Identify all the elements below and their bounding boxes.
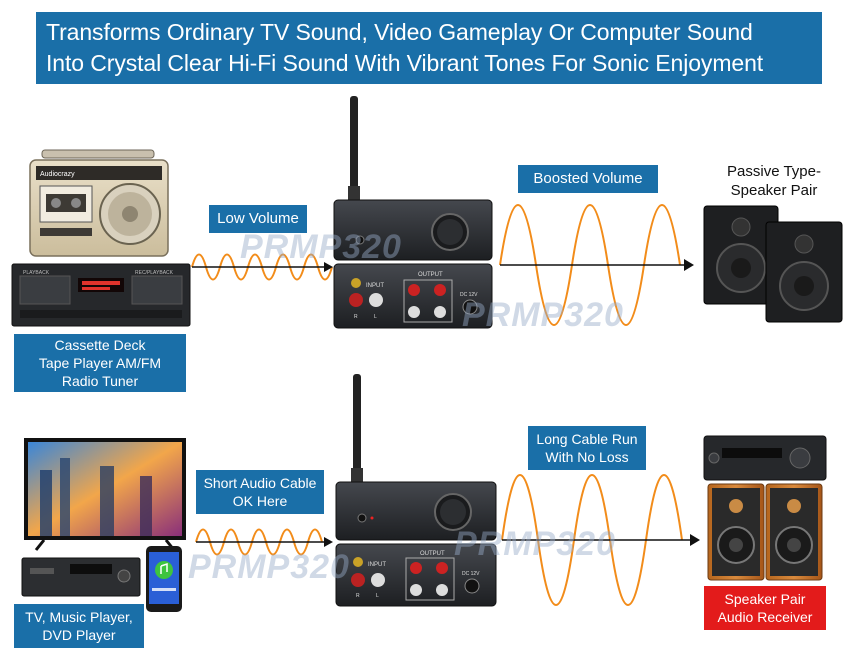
tv-icon <box>24 438 186 551</box>
passive-speaker-caption-line-1: Passive Type- <box>727 163 821 180</box>
output-arrowhead-top <box>684 259 694 271</box>
cassette-caption: Cassette Deck Tape Player AM/FM Radio Tu… <box>14 334 186 392</box>
passive-speaker-caption: Passive Type- Speaker Pair <box>700 162 848 200</box>
receiver-caption-line-2: Audio Receiver <box>717 609 813 625</box>
header-line-1: Transforms Ordinary TV Sound, Video Game… <box>46 19 753 45</box>
receiver-caption-line-1: Speaker Pair <box>724 591 806 607</box>
amp-bottom-dc-text: DC 12V <box>462 571 480 577</box>
boombox-icon <box>29 149 169 257</box>
input-arrowhead-top <box>324 262 333 272</box>
passive-speaker-caption-line-2: Speaker Pair <box>730 182 818 199</box>
music-player-icon <box>146 546 182 612</box>
amp-top-input-text: INPUT <box>366 283 384 289</box>
audio-receiver-icon <box>703 435 827 481</box>
short-cable-label: Short Audio Cable OK Here <box>196 470 324 514</box>
cassette-caption-line-3: Radio Tuner <box>61 373 139 389</box>
short-cable-label-line-1: Short Audio Cable <box>203 475 317 491</box>
tv-caption: TV, Music Player, DVD Player <box>14 604 144 648</box>
long-cable-label: Long Cable Run With No Loss <box>528 426 646 470</box>
amplifier-top-icon <box>333 96 493 329</box>
passive-speakers-icon <box>703 205 843 323</box>
header-line-2: Into Crystal Clear Hi-Fi Sound With Vibr… <box>46 50 764 76</box>
input-arrowhead-bottom <box>324 537 333 547</box>
watermark-3: PRMP320 <box>454 525 616 563</box>
watermark-1: PRMP320 <box>240 228 402 266</box>
cassette-caption-line-2: Tape Player AM/FM <box>38 355 162 371</box>
input-wave-bottom <box>195 528 323 556</box>
amp-bottom-r-text: R <box>356 593 360 599</box>
tv-caption-line-1: TV, Music Player, <box>25 609 133 625</box>
cassette-deck-icon <box>11 263 191 327</box>
deck-right-label: REC/PLAYBACK <box>135 270 174 276</box>
long-cable-label-line-2: With No Loss <box>545 449 629 465</box>
amp-top-r-text: R <box>354 314 358 320</box>
amp-bottom-input-text: INPUT <box>368 562 386 568</box>
amp-bottom-l-text: L <box>376 593 379 599</box>
output-arrowhead-bottom <box>690 534 700 546</box>
boosted-volume-label: Boosted Volume <box>518 165 658 193</box>
dvd-player-icon <box>21 557 141 597</box>
amp-bottom-output-text: OUTPUT <box>420 551 445 557</box>
boombox-brand: Audiocrazy <box>40 171 75 178</box>
amp-top-l-text: L <box>374 314 377 320</box>
short-cable-label-line-2: OK Here <box>232 493 288 509</box>
watermark-2: PRMP320 <box>462 296 624 334</box>
output-wave-bottom <box>501 474 683 606</box>
deck-left-label: PLAYBACK <box>23 270 50 276</box>
tv-caption-line-2: DVD Player <box>42 627 116 643</box>
cassette-caption-line-1: Cassette Deck <box>54 337 146 353</box>
long-cable-label-line-1: Long Cable Run <box>536 431 638 447</box>
header-banner: Transforms Ordinary TV Sound, Video Game… <box>36 12 822 84</box>
watermark-4: PRMP320 <box>188 548 350 586</box>
amp-top-dc-text: DC 12V <box>460 292 478 298</box>
amp-top-output-text: OUTPUT <box>418 272 443 278</box>
bookshelf-speakers-icon <box>707 483 823 581</box>
amplifier-bottom-icon <box>335 374 497 607</box>
output-wave-top <box>499 204 681 326</box>
low-volume-label: Low Volume <box>209 205 307 233</box>
receiver-caption: Speaker Pair Audio Receiver <box>704 586 826 630</box>
